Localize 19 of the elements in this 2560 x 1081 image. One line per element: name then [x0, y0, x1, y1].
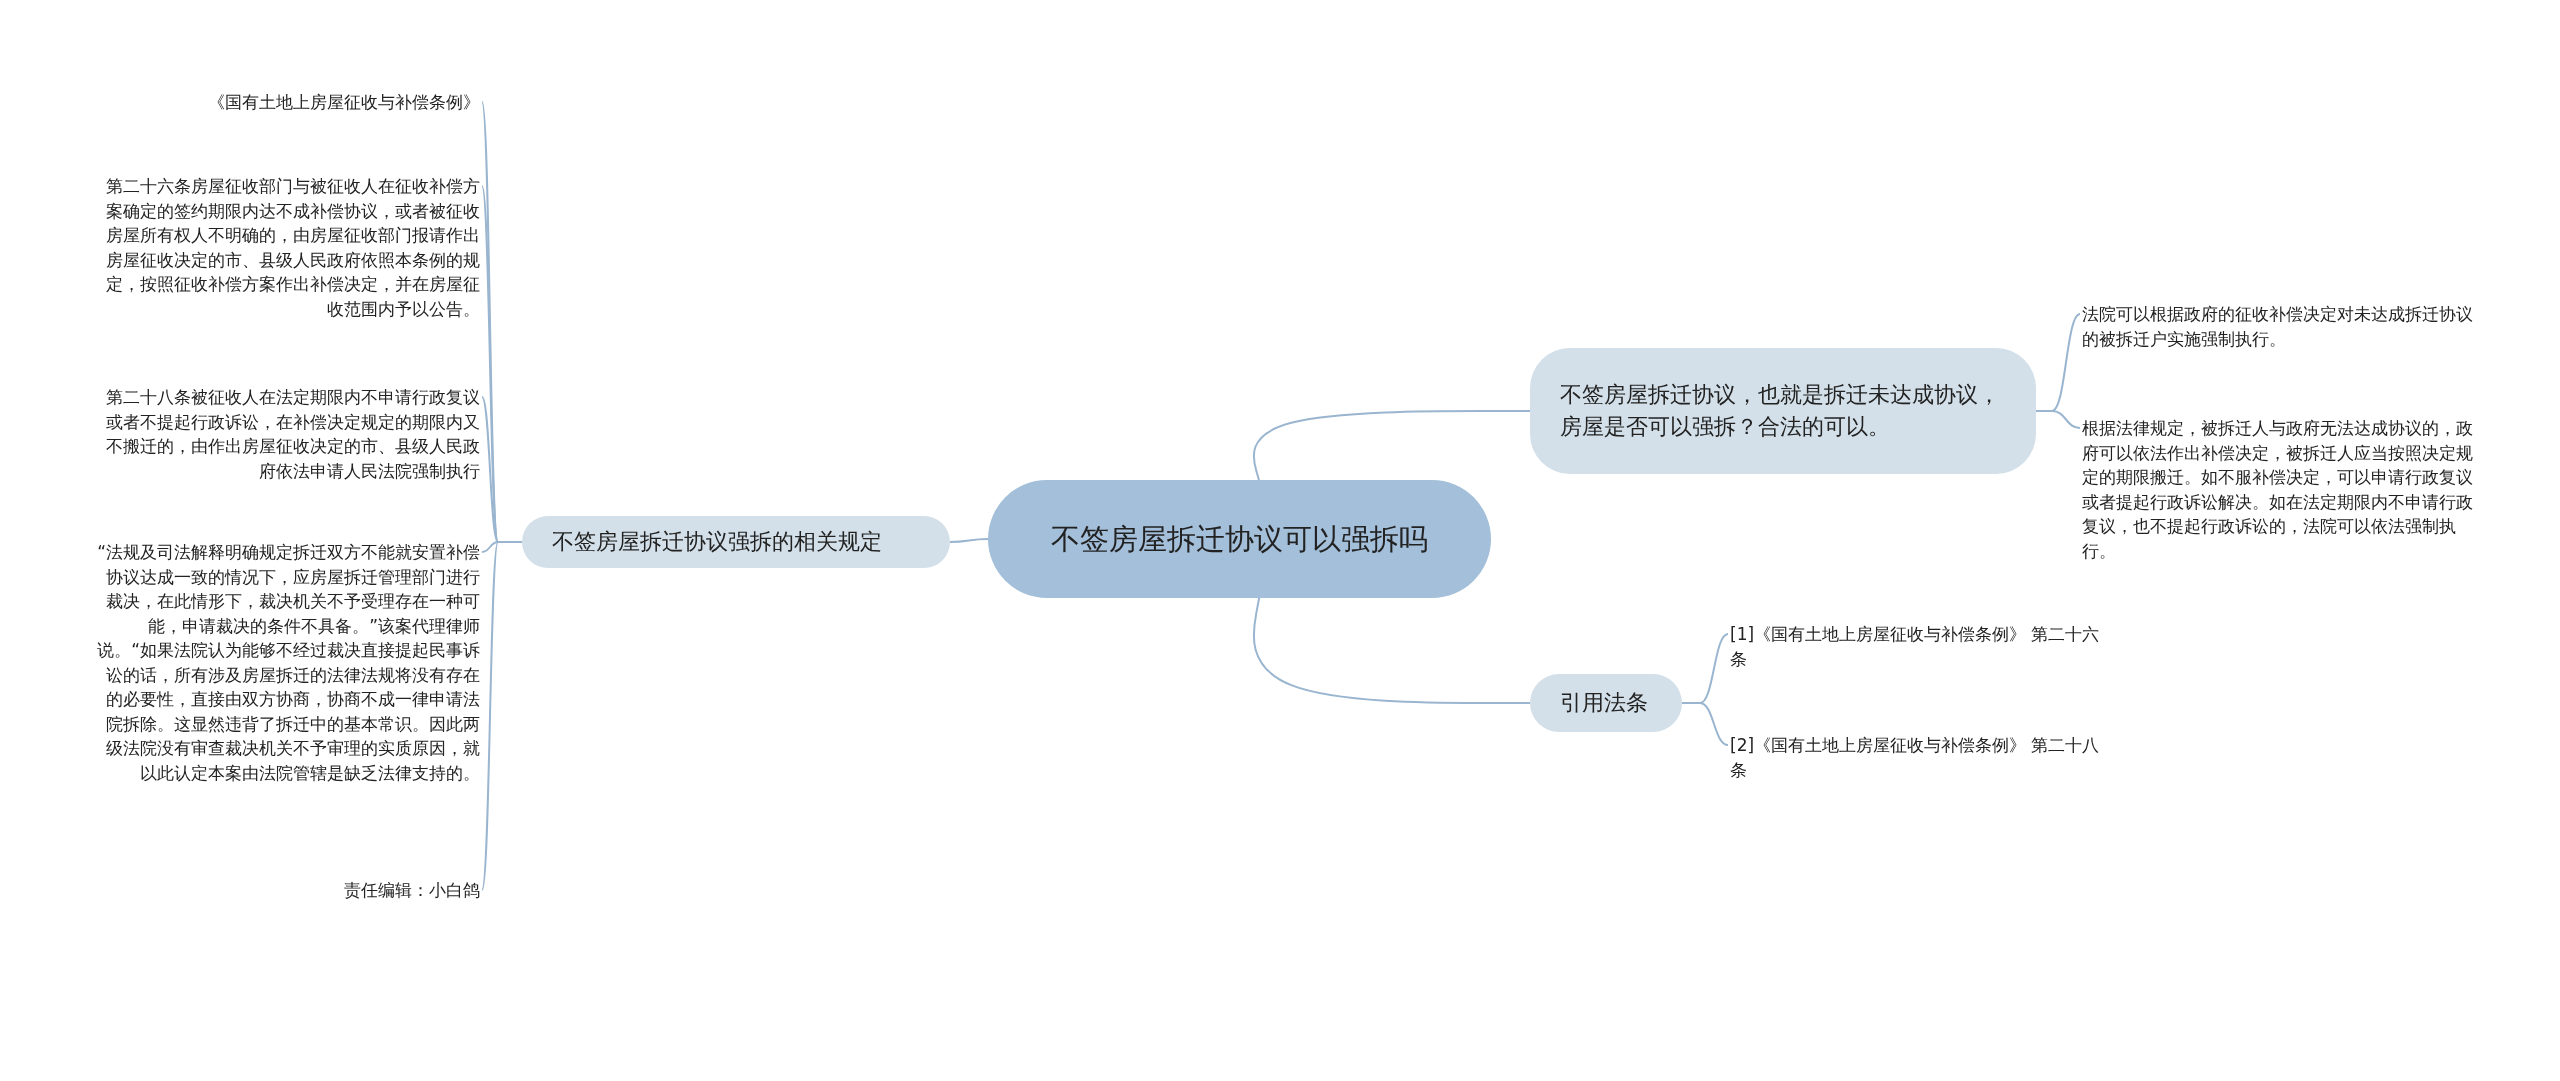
- connector-line: [1252, 410, 1531, 483]
- note-text: [1]《国有土地上房屋征收与补偿条例》 第二十六条: [1730, 622, 2114, 671]
- connector-line: [481, 541, 523, 891]
- connector-line: [2035, 410, 2081, 429]
- note-text: [2]《国有土地上房屋征收与补偿条例》 第二十八条: [1730, 733, 2114, 782]
- note-text: 责任编辑：小白鸽: [90, 878, 480, 903]
- branch-topic: 引用法条: [1530, 674, 1682, 732]
- central-topic: 不签房屋拆迁协议可以强拆吗: [988, 480, 1491, 598]
- branch-topic: 不签房屋拆迁协议强拆的相关规定: [522, 516, 950, 568]
- note-text: 根据法律规定，被拆迁人与政府无法达成协议的，政府可以依法作出补偿决定，被拆迁人应当按照决定规定的期限搬迁。如不服补偿决定，可以申请行政复议或者提起行政诉讼解决。如在法定期限内不申请行政复议，也不提起行政诉讼的，法院可以依法强制执行。: [2082, 416, 2478, 563]
- connector-line: [1681, 702, 1729, 746]
- branch-topic: 不签房屋拆迁协议，也就是拆迁未达成协议，房屋是否可以强拆？合法的可以。: [1530, 348, 2036, 474]
- note-text: 《国有土地上房屋征收与补偿条例》: [90, 90, 480, 115]
- note-text: 第二十六条房屋征收部门与被征收人在征收补偿方案确定的签约期限内达不成补偿协议，或者被征收房屋所有权人不明确的，由房屋征收部门报请作出房屋征收决定的市、县级人民政府依照本条例的规定，按照征收补偿方案作出补偿决定，并在房屋征收范围内予以公告。: [90, 174, 480, 321]
- connector-line: [949, 538, 989, 543]
- note-text: “法规及司法解释明确规定拆迁双方不能就安置补偿协议达成一致的情况下，应房屋拆迁管理部门进行裁决，在此情形下，裁决机关不予受理存在一种可能，申请裁决的条件不具备。”该案代理律师说。“如果法院认为能够不经过裁决直接提起民事诉讼的话，所有涉及房屋拆迁的法律法规将没有存在的必要性，直接由双方协商，协商不成一律申请法院拆除。这显然违背了拆迁中的基本常识。因此两级法院没有审查裁决机关不予审理的实质原因，就以此认定本案由法院管辖是缺乏法律支持的。: [90, 540, 480, 785]
- note-text: 第二十八条被征收人在法定期限内不申请行政复议或者不提起行政诉讼，在补偿决定规定的期限内又不搬迁的，由作出房屋征收决定的市、县级人民政府依法申请人民法院强制执行: [90, 385, 480, 483]
- note-text: 法院可以根据政府的征收补偿决定对未达成拆迁协议的被拆迁户实施强制执行。: [2082, 302, 2478, 351]
- connector-line: [1252, 595, 1531, 704]
